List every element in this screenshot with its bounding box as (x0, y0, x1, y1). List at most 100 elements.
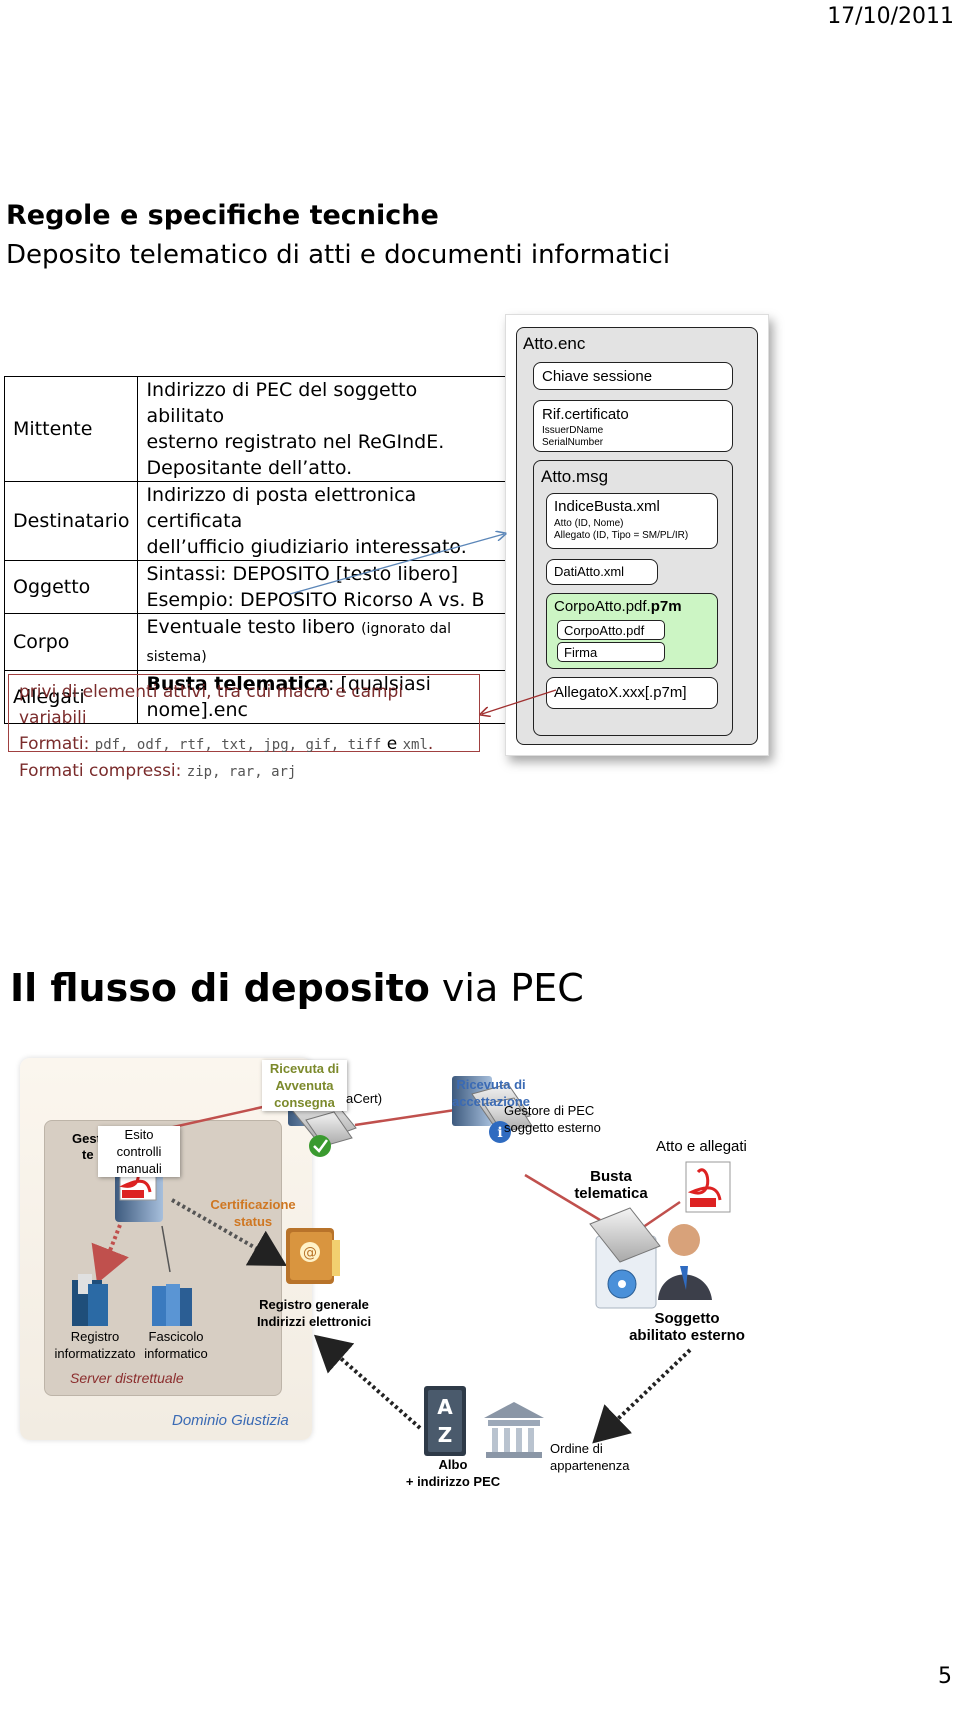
note-line: privi di elementi attivi, tra cui macro … (19, 682, 404, 728)
certificazione-label: Certificazione status (210, 1197, 296, 1229)
slide1-title: Regole e specifiche tecniche (6, 200, 439, 231)
atto-msg-box: Atto.msg IndiceBusta.xml Atto (ID, Nome)… (533, 460, 733, 736)
slide1-subtitle: Deposito telematico di atti e documenti … (6, 240, 671, 270)
atto-allegati-label: Atto e allegati (656, 1138, 747, 1155)
cert-partial-label: aCert) (346, 1091, 383, 1106)
ordine-label: Ordine di appartenenza (550, 1441, 630, 1473)
rif-sub-label: SerialNumber (542, 437, 604, 448)
note-conjunction: e (381, 734, 403, 754)
row-value: Eventuale testo libero (ignorato dal sis… (137, 613, 509, 671)
indice-sub-label: Allegato (ID, Tipo = SM/PL/IR) (554, 530, 689, 541)
table-row: Mittente Indirizzo di PEC del soggetto a… (3, 376, 509, 482)
ricevuta-accettazione-label: Ricevuta di accettazione (451, 1077, 531, 1109)
server-label: Server distrettuale (70, 1370, 184, 1386)
atto-enc-label: Atto.enc (523, 334, 586, 353)
row-line: dell’ufficio giudiziario interessato. (146, 536, 467, 558)
fascicolo-label: Fascicolo informatico (144, 1329, 208, 1361)
te-partial-label: te (82, 1147, 94, 1162)
fascicolo-icon (152, 1284, 192, 1326)
row-key: Corpo (3, 613, 139, 671)
link-line (161, 1225, 171, 1273)
az-letter-z: Z (438, 1423, 453, 1447)
chiave-box: Chiave sessione (533, 362, 733, 390)
row-value: Indirizzo di PEC del soggetto abilitato … (137, 376, 509, 482)
rif-label: Rif.certificato (542, 406, 629, 423)
busta-server-icon (589, 1207, 661, 1309)
dotted-arrow (171, 1198, 287, 1266)
row-key: Destinatario (3, 481, 139, 561)
note-label: Formati: (19, 734, 95, 754)
table-row: Destinatario Indirizzo di posta elettron… (3, 481, 509, 561)
note-compressed-list: zip, rar, arj (186, 764, 297, 780)
slide1-arrows (289, 0, 557, 800)
address-book-icon: @ (286, 1228, 340, 1284)
row-text: : [qualsiasi nome].enc (146, 673, 431, 721)
note-format-last: xml (402, 737, 428, 753)
flow-diagram: i @ (72, 1076, 731, 1458)
svg-text:@: @ (303, 1245, 317, 1261)
row-line: Depositante dell’atto. (146, 457, 353, 479)
row-line: Indirizzo di PEC del soggetto abilitato (146, 379, 418, 427)
row-line: Indirizzo di posta elettronica certifica… (146, 484, 417, 532)
row-key: Allegati (3, 670, 139, 724)
registro-generale-label: Registro generale Indirizzi elettronici (256, 1297, 372, 1329)
link-line (524, 1173, 601, 1222)
dati-box: DatiAtto.xml (546, 559, 658, 585)
firma-label: Firma (564, 645, 598, 660)
dotted-arrow (91, 1224, 129, 1284)
envelope-info-icon: i (452, 1076, 533, 1143)
slide2-title-bold: Il flusso di deposito (10, 966, 430, 1010)
registro-icon (72, 1274, 108, 1326)
row-bold-text: Busta telematica (146, 673, 328, 695)
allegato-arrow (482, 689, 557, 714)
atto-msg-label: Atto.msg (541, 467, 609, 486)
link-line (354, 1108, 456, 1127)
note-line: Formati: pdf, odf, rtf, txt, jpg, gif, t… (19, 731, 469, 758)
row-value: Indirizzo di posta elettronica certifica… (137, 481, 509, 561)
corpo-label: CorpoAtto.pdf. (554, 598, 651, 615)
dotted-arrow (313, 1334, 422, 1430)
note-format-list: pdf, odf, rtf, txt, jpg, gif, tiff (94, 737, 382, 753)
formats-note: privi di elementi attivi, tra cui macro … (8, 674, 480, 781)
busta-label: Busta telematica (574, 1168, 648, 1202)
row-small-text: (ignorato dal sistema) (146, 621, 451, 665)
label-text: Ricevuta di Avvenuta consegna (269, 1061, 340, 1110)
corpo-pdf-box: CorpoAtto.pdf (557, 620, 665, 640)
ordine-building-icon (484, 1402, 544, 1458)
row-value: Busta telematica: [qualsiasi nome].enc (137, 670, 509, 724)
ricevuta-avvenuta-label: Ricevuta di Avvenuta consegna (262, 1060, 347, 1111)
esito-label: Esito controlli manuali (98, 1126, 180, 1177)
indice-label: IndiceBusta.xml (554, 498, 660, 515)
indice-box: IndiceBusta.xml Atto (ID, Nome) Allegato… (546, 493, 718, 549)
corpo-atto-box: CorpoAtto.pdf.p7m CorpoAtto.pdf Firma (546, 593, 718, 669)
rif-sub-label: IssuerDName (542, 425, 604, 436)
row-key: Oggetto (3, 560, 139, 614)
chiave-label: Chiave sessione (542, 368, 653, 385)
registro-info-label: Registro informatizzato (54, 1329, 136, 1361)
table-row: Oggetto Sintassi: DEPOSITO [testo libero… (3, 560, 509, 614)
albo-book-icon: A Z (424, 1386, 466, 1456)
svg-text:i: i (497, 1125, 502, 1141)
row-key: Mittente (3, 376, 139, 482)
atto-enc-box: Atto.enc Chiave sessione Rif.certificato… (516, 327, 758, 745)
envelope-structure-panel: Atto.enc Chiave sessione Rif.certificato… (505, 314, 769, 756)
rif-certificato-box: Rif.certificato IssuerDName SerialNumber (533, 400, 733, 452)
corpo-ext: p7m (650, 598, 682, 615)
gestore-pec-label: Gestore di PEC soggetto esterno (504, 1103, 601, 1135)
firma-box: Firma (557, 642, 665, 662)
row-line: Esempio: DEPOSITO Ricorso A vs. B (146, 589, 485, 611)
row-text: Eventuale testo libero (146, 616, 362, 638)
page-date: 17/10/2011 (827, 4, 954, 29)
table-row: Allegati Busta telematica: [qualsiasi no… (3, 670, 509, 724)
busta-arrow (289, 534, 504, 595)
soggetto-label: Soggetto abilitato esterno (629, 1310, 745, 1344)
albo-label: Albo + indirizzo PEC (405, 1457, 501, 1489)
slide2-title: Il flusso di deposito via PEC (10, 966, 584, 1010)
dominio-label: Dominio Giustizia (172, 1412, 289, 1429)
dati-label: DatiAtto.xml (554, 564, 625, 579)
az-letter-a: A (437, 1395, 453, 1419)
note-period: . (427, 734, 434, 754)
allegato-box: AllegatoX.xxx[.p7m] (546, 677, 718, 709)
gest-partial-label: Gest (72, 1131, 101, 1146)
slide2-title-rest: via PEC (429, 966, 584, 1010)
